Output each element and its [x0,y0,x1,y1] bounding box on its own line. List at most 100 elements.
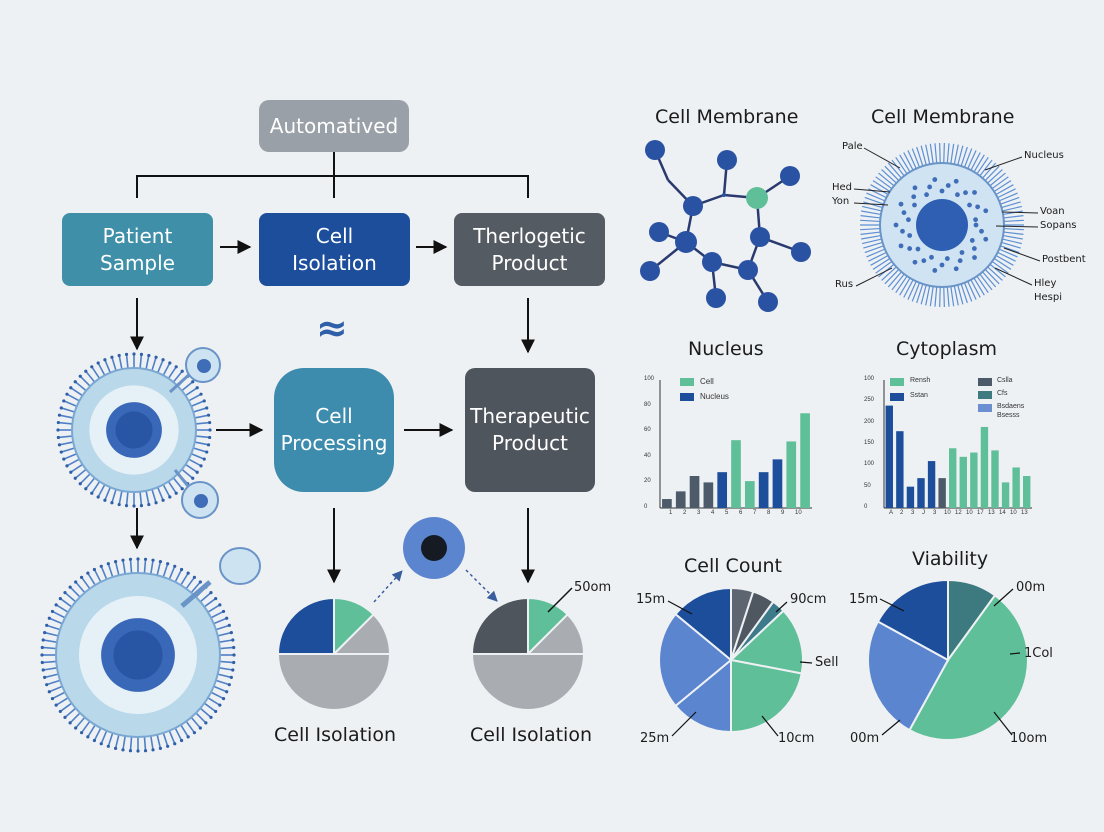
pie-right-annotation: 50om [574,580,612,595]
cytoplasm-bar-11 [991,450,999,508]
viability-leaders [879,588,1021,736]
cell-isolation-label: Cell Isolation [292,223,377,275]
small-cell-icon [403,517,465,579]
nucleus-bar-8 [758,472,769,508]
cytoplasm-bar-10 [980,426,989,508]
cytoplasm-bar-chart [883,380,1032,509]
cytoplasm-y-tick: 250 [864,397,875,404]
cytoplasm-legend-swatch [978,378,992,386]
viability-label-top-right: 00m [1016,580,1046,595]
membrane-cell-title: Cell Membrane [871,106,1015,128]
cytoplasm-legend-extra: Bsesss [997,412,1020,419]
cell-count-pie-chart [658,586,804,734]
cell-count-label-bottom-right: 10cm [778,731,815,746]
nucleus-x-tick: 8 [767,510,771,516]
cell-isolation-box: Cell Isolation [259,213,410,286]
nucleus-bar-chart [659,380,812,509]
viability-label-top-left: 15m [849,592,879,607]
cytoplasm-bar-3 [906,486,915,508]
nucleus-x-tick: 10 [795,510,802,516]
cytoplasm-legend-label: Rensh [910,377,931,384]
molecule-atoms [640,140,811,312]
nucleus-bar-7 [744,481,755,508]
cytoplasm-bar-12 [1001,482,1010,508]
cytoplasm-bar-6 [938,478,946,508]
therlogetic-product-label: Therlogetic Product [473,223,586,275]
isolation-pie-chart-right [470,596,586,711]
label-nucleus: Nucleus [1024,150,1064,161]
label-sopans: Sopans [1040,220,1077,231]
cytoplasm-bar-14 [1023,476,1031,508]
nucleus-y-tick: 60 [644,427,651,434]
label-hed: Hed [832,182,853,193]
molecule-title: Cell Membrane [655,106,799,128]
viability-label-right: 1Col [1024,646,1053,661]
cytoplasm-y-tick: 150 [864,439,875,446]
cytoplasm-legend-label: Cfs [997,390,1008,397]
therapeutic-product-label: Therapeutic Product [470,404,590,455]
cell-count-label-right: Sell [815,655,839,670]
cell-count-leaders [667,600,813,737]
nucleus-x-tick: 3 [697,510,701,516]
cell-illustration-bottom [40,557,236,753]
cell-count-pie-slice-5 [730,658,803,734]
label-rus: Rus [835,279,854,290]
vesicle-illustration-bottom [173,469,219,519]
nucleus-bar-10 [786,441,797,508]
cell-count-label-top-left: 15m [636,592,666,607]
cytoplasm-x-tick: 10 [944,510,951,516]
viability-pie-slice-4 [876,578,949,662]
cell-count-label-bottom-left: 25m [640,731,670,746]
vesicle-illustration-top [168,347,221,394]
flask-illustration [180,547,261,608]
nucleus-y-tick: 80 [644,401,651,408]
nucleus-bar-9 [772,459,783,508]
nucleus-x-tick: 1 [669,510,673,516]
cytoplasm-bar-9 [970,452,978,508]
automated-label: Automatived [269,113,399,138]
cytoplasm-legend-label: Sstan [910,392,928,399]
nucleus-y-tick: 20 [644,478,651,485]
nucleus-bar-4 [703,482,714,508]
nucleus-bar-6 [731,440,741,508]
nucleus-x-tick: 2 [683,510,687,516]
patient-sample-label: Patient Sample [100,223,175,275]
cytoplasm-bar-4 [917,478,925,508]
nucleus-bar-2 [675,491,686,508]
cytoplasm-bar-1 [885,405,893,508]
nucleus-x-tick: 4 [711,510,715,516]
label-hespi: Hespi [1034,292,1063,303]
cytoplasm-bar-5 [927,461,936,508]
cytoplasm-legend-swatch [978,391,992,399]
nucleus-legend-swatch [680,393,694,401]
nucleus-x-tick: 9 [781,510,785,516]
cytoplasm-y-tick: 100 [864,461,875,468]
cell-count-label-top-right: 90cm [790,592,827,607]
cytoplasm-x-tick: 13 [1021,510,1028,516]
isolation-right-pie-slice-4 [470,596,529,655]
cytoplasm-chart-title: Cytoplasm [896,338,997,360]
cytoplasm-legend-label: Cslla [997,377,1013,384]
viability-title: Viability [912,548,989,570]
patient-sample-box: Patient Sample [62,213,213,286]
nucleus-legend-label: Cell [700,377,714,386]
label-pale: Pale [842,141,863,152]
nucleus-legend-swatch [680,378,694,386]
label-postbent: Postbent [1042,254,1086,265]
nucleus-y-tick: 100 [644,376,655,382]
nucleus-x-tick: 6 [739,510,743,516]
nucleus-y-tick: 40 [644,452,651,459]
cytoplasm-y-tick: 0 [864,503,868,510]
cytoplasm-x-tick: 3 [933,510,937,516]
label-yon: Yon [832,196,850,207]
isolation-pie-chart-left [276,596,392,711]
therlogetic-product-box: Therlogetic Product [454,213,605,286]
automated-label-box: Automatived [259,100,409,152]
